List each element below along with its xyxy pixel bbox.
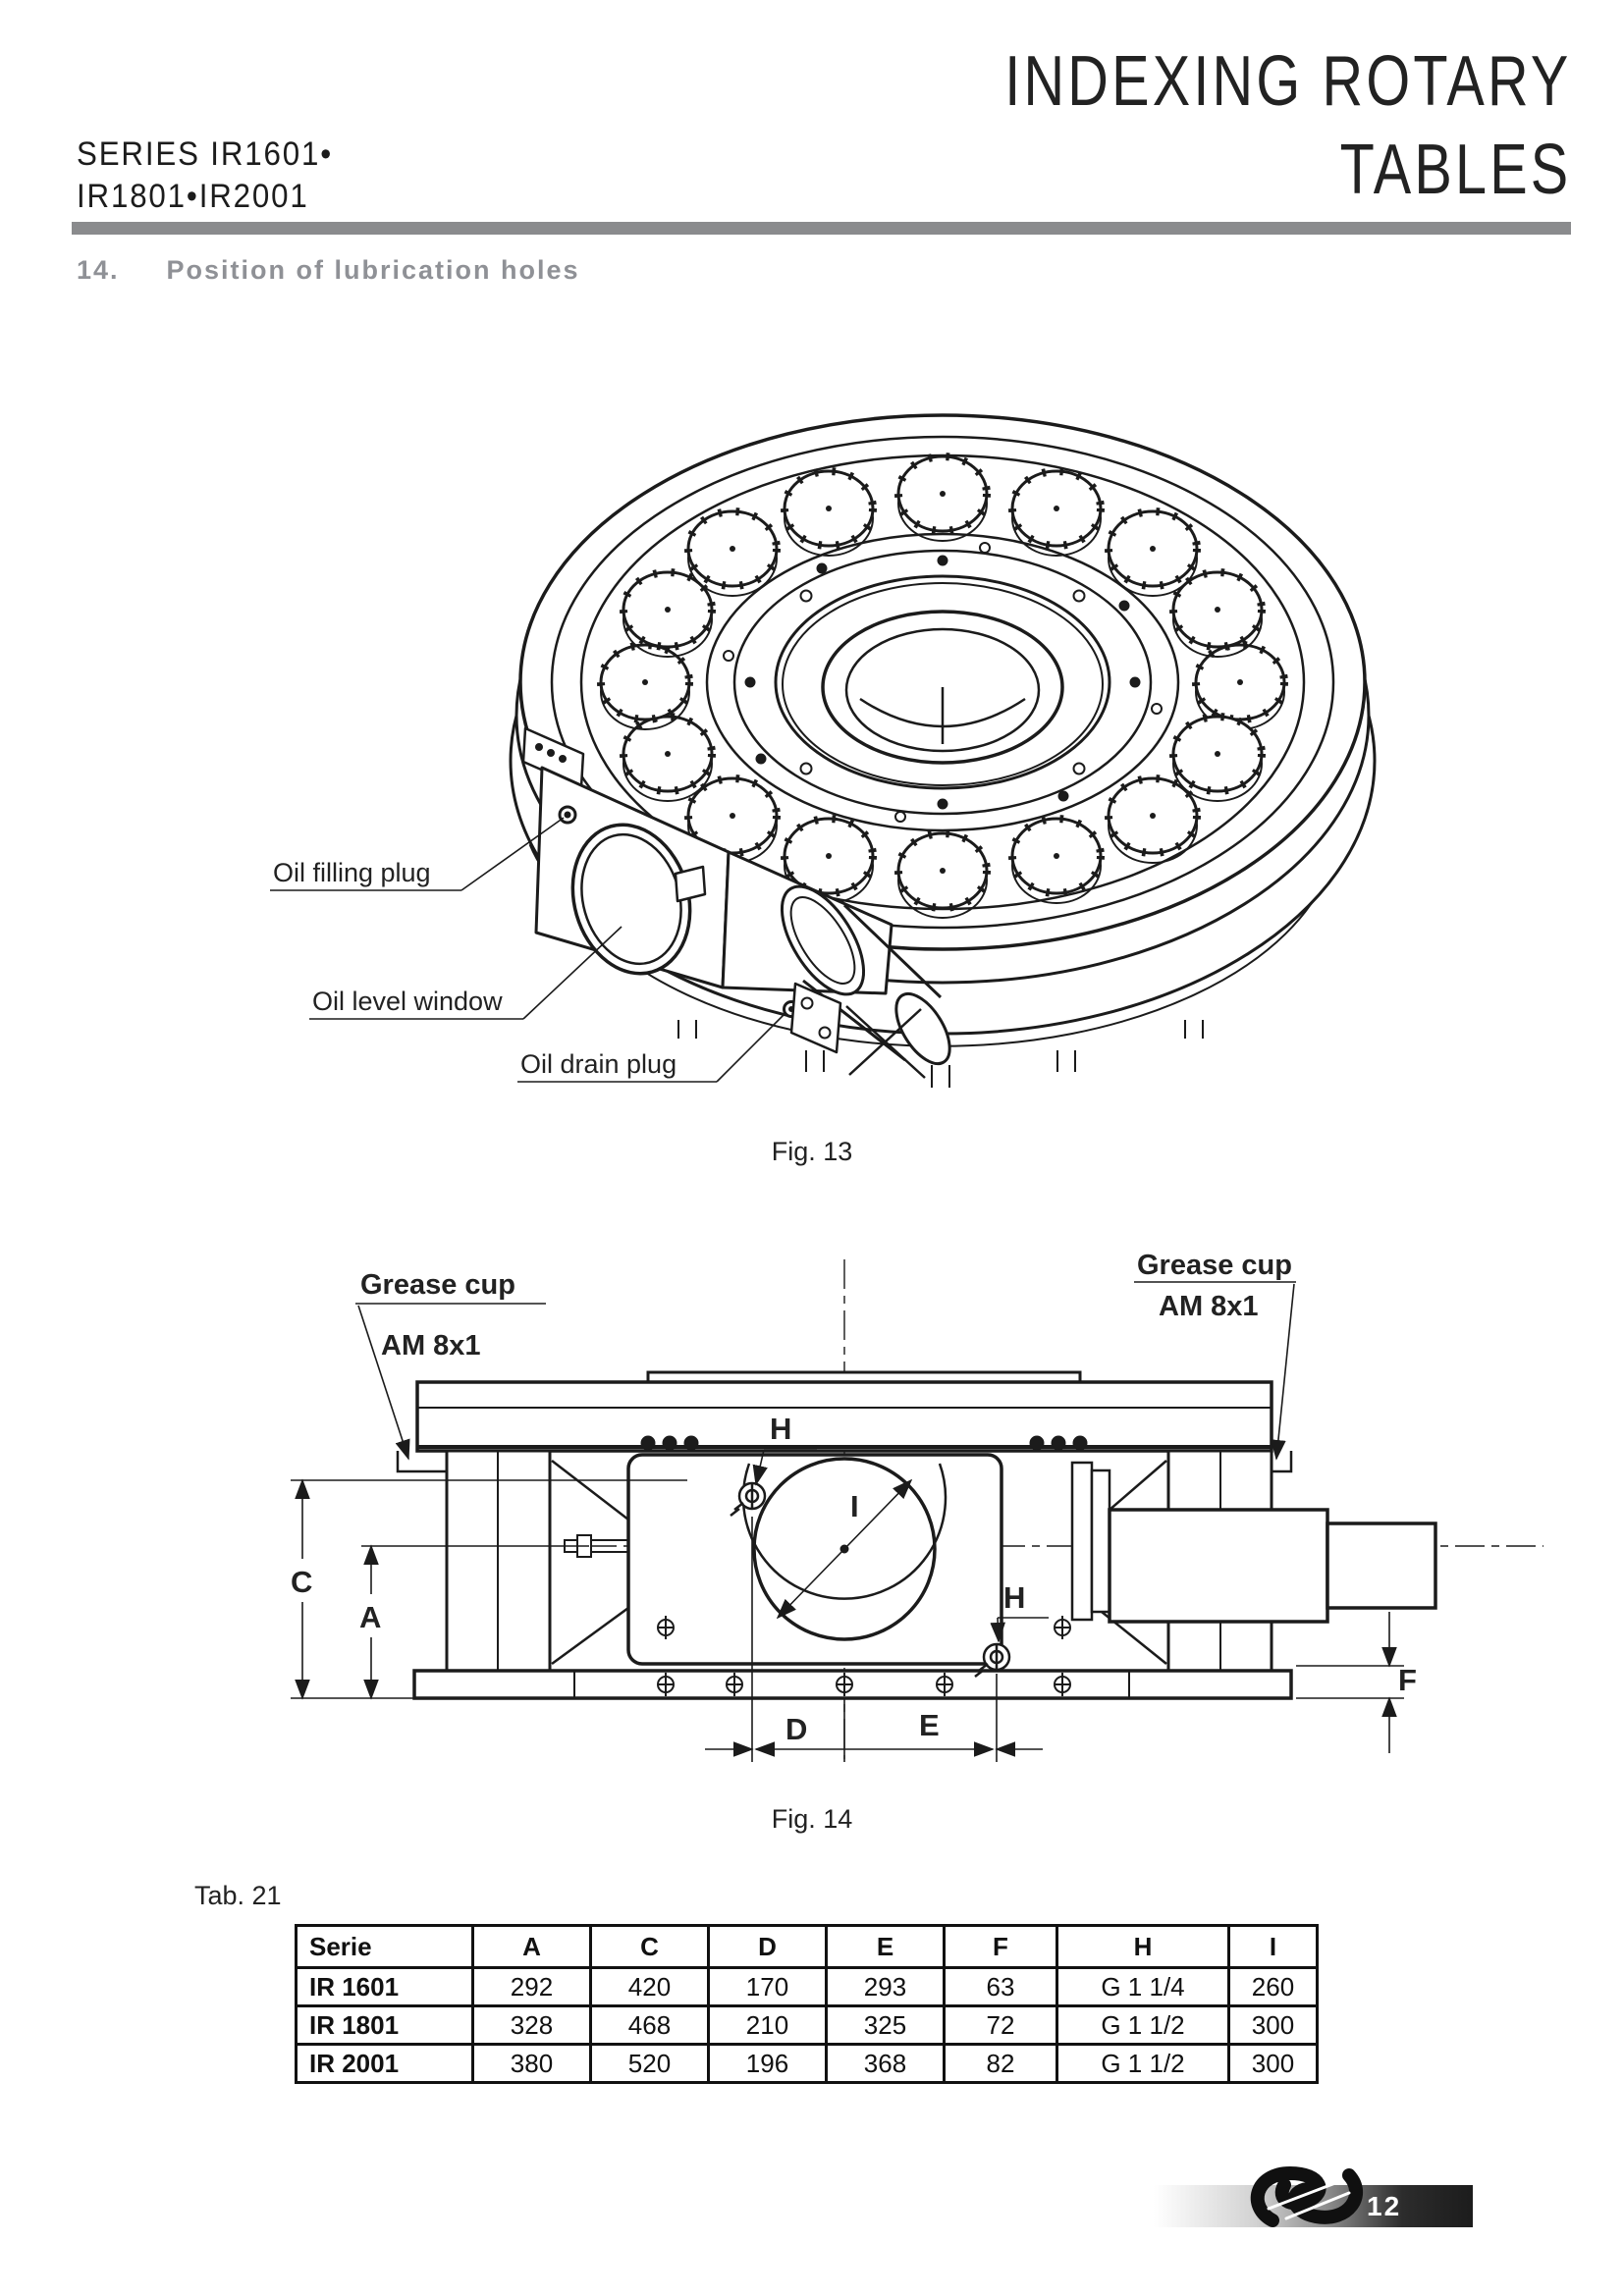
col-header-f: F <box>943 1924 1058 1969</box>
cell: 300 <box>1227 2004 1319 2046</box>
cell: 300 <box>1227 2043 1319 2084</box>
grease-cup-right-spec: AM 8x1 <box>1159 1291 1259 1322</box>
dim-a: A <box>359 1600 381 1634</box>
dim-i: I <box>850 1489 859 1523</box>
dim-e: E <box>919 1708 940 1742</box>
table-row: IR 1801 328 468 210 325 72 G 1 1/2 300 <box>295 2004 1319 2046</box>
grease-cup-right-label: Grease cup <box>1137 1250 1292 1281</box>
col-header-a: A <box>471 1924 592 1969</box>
table-row: IR 1601 292 420 170 293 63 G 1 1/4 260 <box>295 1966 1319 2007</box>
grease-cup-left-spec: AM 8x1 <box>381 1330 481 1362</box>
col-header-d: D <box>707 1924 828 1969</box>
cell: 72 <box>943 2004 1058 2046</box>
cell-serie: IR 2001 <box>295 2043 474 2084</box>
series-header: SERIES IR1601• IR1801•IR2001 <box>77 133 333 218</box>
dim-h-bottom: H <box>1003 1580 1025 1615</box>
cell: 328 <box>471 2004 592 2046</box>
section-title-text: Position of lubrication holes <box>166 255 580 285</box>
fig14-caption: Fig. 14 <box>771 1804 853 1834</box>
dim-h-top: H <box>770 1412 791 1446</box>
cell-serie: IR 1801 <box>295 2004 474 2046</box>
col-header-e: E <box>825 1924 946 1969</box>
cell-serie: IR 1601 <box>295 1966 474 2007</box>
cell: 196 <box>707 2043 828 2084</box>
brand-logo-icon <box>1250 2165 1364 2227</box>
series-line-1: SERIES IR1601• <box>77 135 334 173</box>
cell: 292 <box>471 1966 592 2007</box>
cell: G 1 1/4 <box>1056 1966 1230 2007</box>
table-row: IR 2001 380 520 196 368 82 G 1 1/2 300 <box>295 2043 1319 2084</box>
cell: 293 <box>825 1966 946 2007</box>
dim-d: D <box>785 1712 807 1746</box>
col-header-h: H <box>1056 1924 1230 1969</box>
table-header-row: Serie A C D E F H I <box>295 1924 1319 1969</box>
fig13-drawing: Oil filling plug Oil level window Oil dr… <box>270 413 1377 1088</box>
oil-filling-plug <box>558 805 577 825</box>
dim-c: C <box>291 1565 312 1599</box>
oil-drain-plug-label: Oil drain plug <box>520 1049 677 1079</box>
oil-filling-plug-label: Oil filling plug <box>273 858 431 887</box>
cell: 170 <box>707 1966 828 2007</box>
page-title: INDEXING ROTARY TABLES <box>1004 37 1571 214</box>
section-number: 14. <box>77 255 120 285</box>
cell: 420 <box>589 1966 710 2007</box>
col-header-i: I <box>1227 1924 1319 1969</box>
cell: 520 <box>589 2043 710 2084</box>
fig13-caption: Fig. 13 <box>771 1137 853 1166</box>
cell: 325 <box>825 2004 946 2046</box>
grease-cup-left-label: Grease cup <box>360 1269 515 1301</box>
cell: G 1 1/2 <box>1056 2043 1230 2084</box>
cell: 368 <box>825 2043 946 2084</box>
cell: 468 <box>589 2004 710 2046</box>
cell: 210 <box>707 2004 828 2046</box>
section-heading: 14. Position of lubrication holes <box>77 255 960 286</box>
cell: 82 <box>943 2043 1058 2084</box>
col-header-c: C <box>589 1924 710 1969</box>
oil-housing <box>521 726 951 1079</box>
cell: 63 <box>943 1966 1058 2007</box>
header-rule <box>72 222 1571 235</box>
cell: 260 <box>1227 1966 1319 2007</box>
fig14-drawing: C A D E F H H I Grease cup AM 8x1 Grease… <box>285 1250 1543 1762</box>
cell: G 1 1/2 <box>1056 2004 1230 2046</box>
dim-f: F <box>1398 1663 1417 1697</box>
col-header-serie: Serie <box>295 1924 474 1969</box>
cell: 380 <box>471 2043 592 2084</box>
page-number: 12 <box>1367 2191 1402 2221</box>
series-line-2: IR1801•IR2001 <box>77 178 309 215</box>
title-line-1: INDEXING ROTARY <box>1003 42 1571 121</box>
dimension-table: Serie A C D E F H I IR 1601 292 420 170 … <box>295 1924 1319 2084</box>
title-line-2: TABLES <box>1339 131 1571 209</box>
table-label: Tab. 21 <box>194 1881 282 1910</box>
oil-level-window-label: Oil level window <box>312 987 503 1016</box>
